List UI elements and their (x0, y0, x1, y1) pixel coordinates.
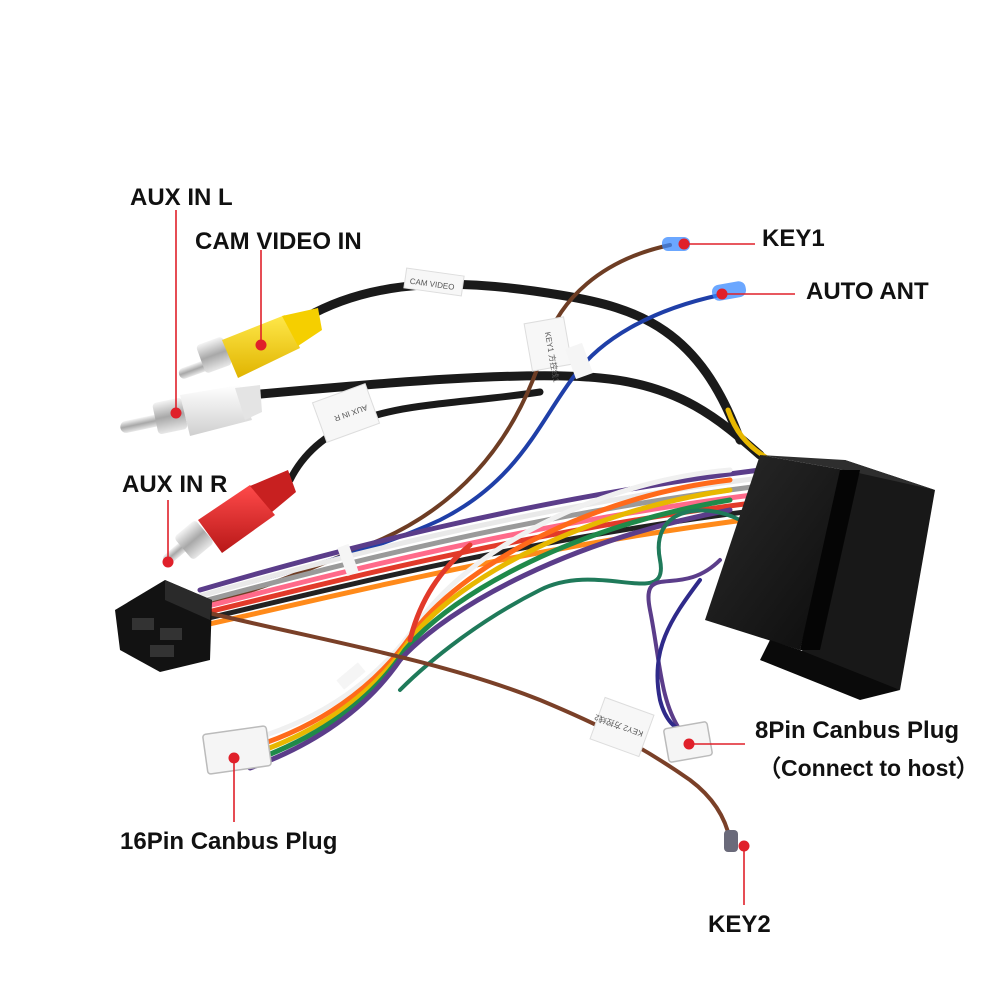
cable-tie (337, 543, 359, 577)
tag-aux-in-r: AUX IN R (311, 383, 381, 443)
auto-ant-tip (711, 281, 747, 301)
marker-auto-ant (716, 288, 728, 300)
cam-video-cable (300, 279, 745, 445)
marker-16pin (228, 752, 240, 764)
label-aux-in-r: AUX IN R (122, 471, 228, 498)
leader-lines (167, 210, 795, 905)
label-key1: KEY1 (762, 225, 825, 252)
label-8pin-connect-to-host: （Connect to host） (758, 755, 980, 781)
aux-r-cable (286, 388, 544, 484)
marker-8pin (683, 738, 695, 750)
rca-white-plug (120, 385, 262, 436)
block-16pin-left (115, 580, 212, 672)
key2-tip (724, 830, 738, 852)
label-8pin-canbus-plug: 8Pin Canbus Plug (755, 717, 960, 744)
wire-bundle (197, 243, 773, 842)
marker-cam-video-in (255, 339, 267, 351)
markers (162, 238, 750, 852)
key1-wire (203, 243, 672, 607)
label-aux-in-l: AUX IN L (130, 184, 233, 211)
rca-yellow-plug (178, 308, 322, 379)
marker-aux-in-r (162, 556, 174, 568)
marker-key1 (678, 238, 690, 250)
tag-key2: KEY2 方控线2 (589, 696, 655, 758)
marker-aux-in-l (170, 407, 182, 419)
marker-key2 (738, 840, 750, 852)
plug-16pin (202, 725, 272, 775)
cable-tie (336, 662, 366, 690)
key2-wire (203, 610, 732, 842)
label-auto-ant: AUTO ANT (806, 278, 929, 305)
label-16pin-canbus-plug: 16Pin Canbus Plug (120, 828, 338, 855)
label-key2: KEY2 (708, 911, 771, 938)
label-cam-video-in: CAM VIDEO IN (195, 228, 362, 255)
green-wire (398, 508, 742, 692)
main-connector (705, 455, 935, 700)
cable-tie (565, 342, 593, 380)
tag-cam-video: CAM VIDEO (403, 267, 465, 297)
